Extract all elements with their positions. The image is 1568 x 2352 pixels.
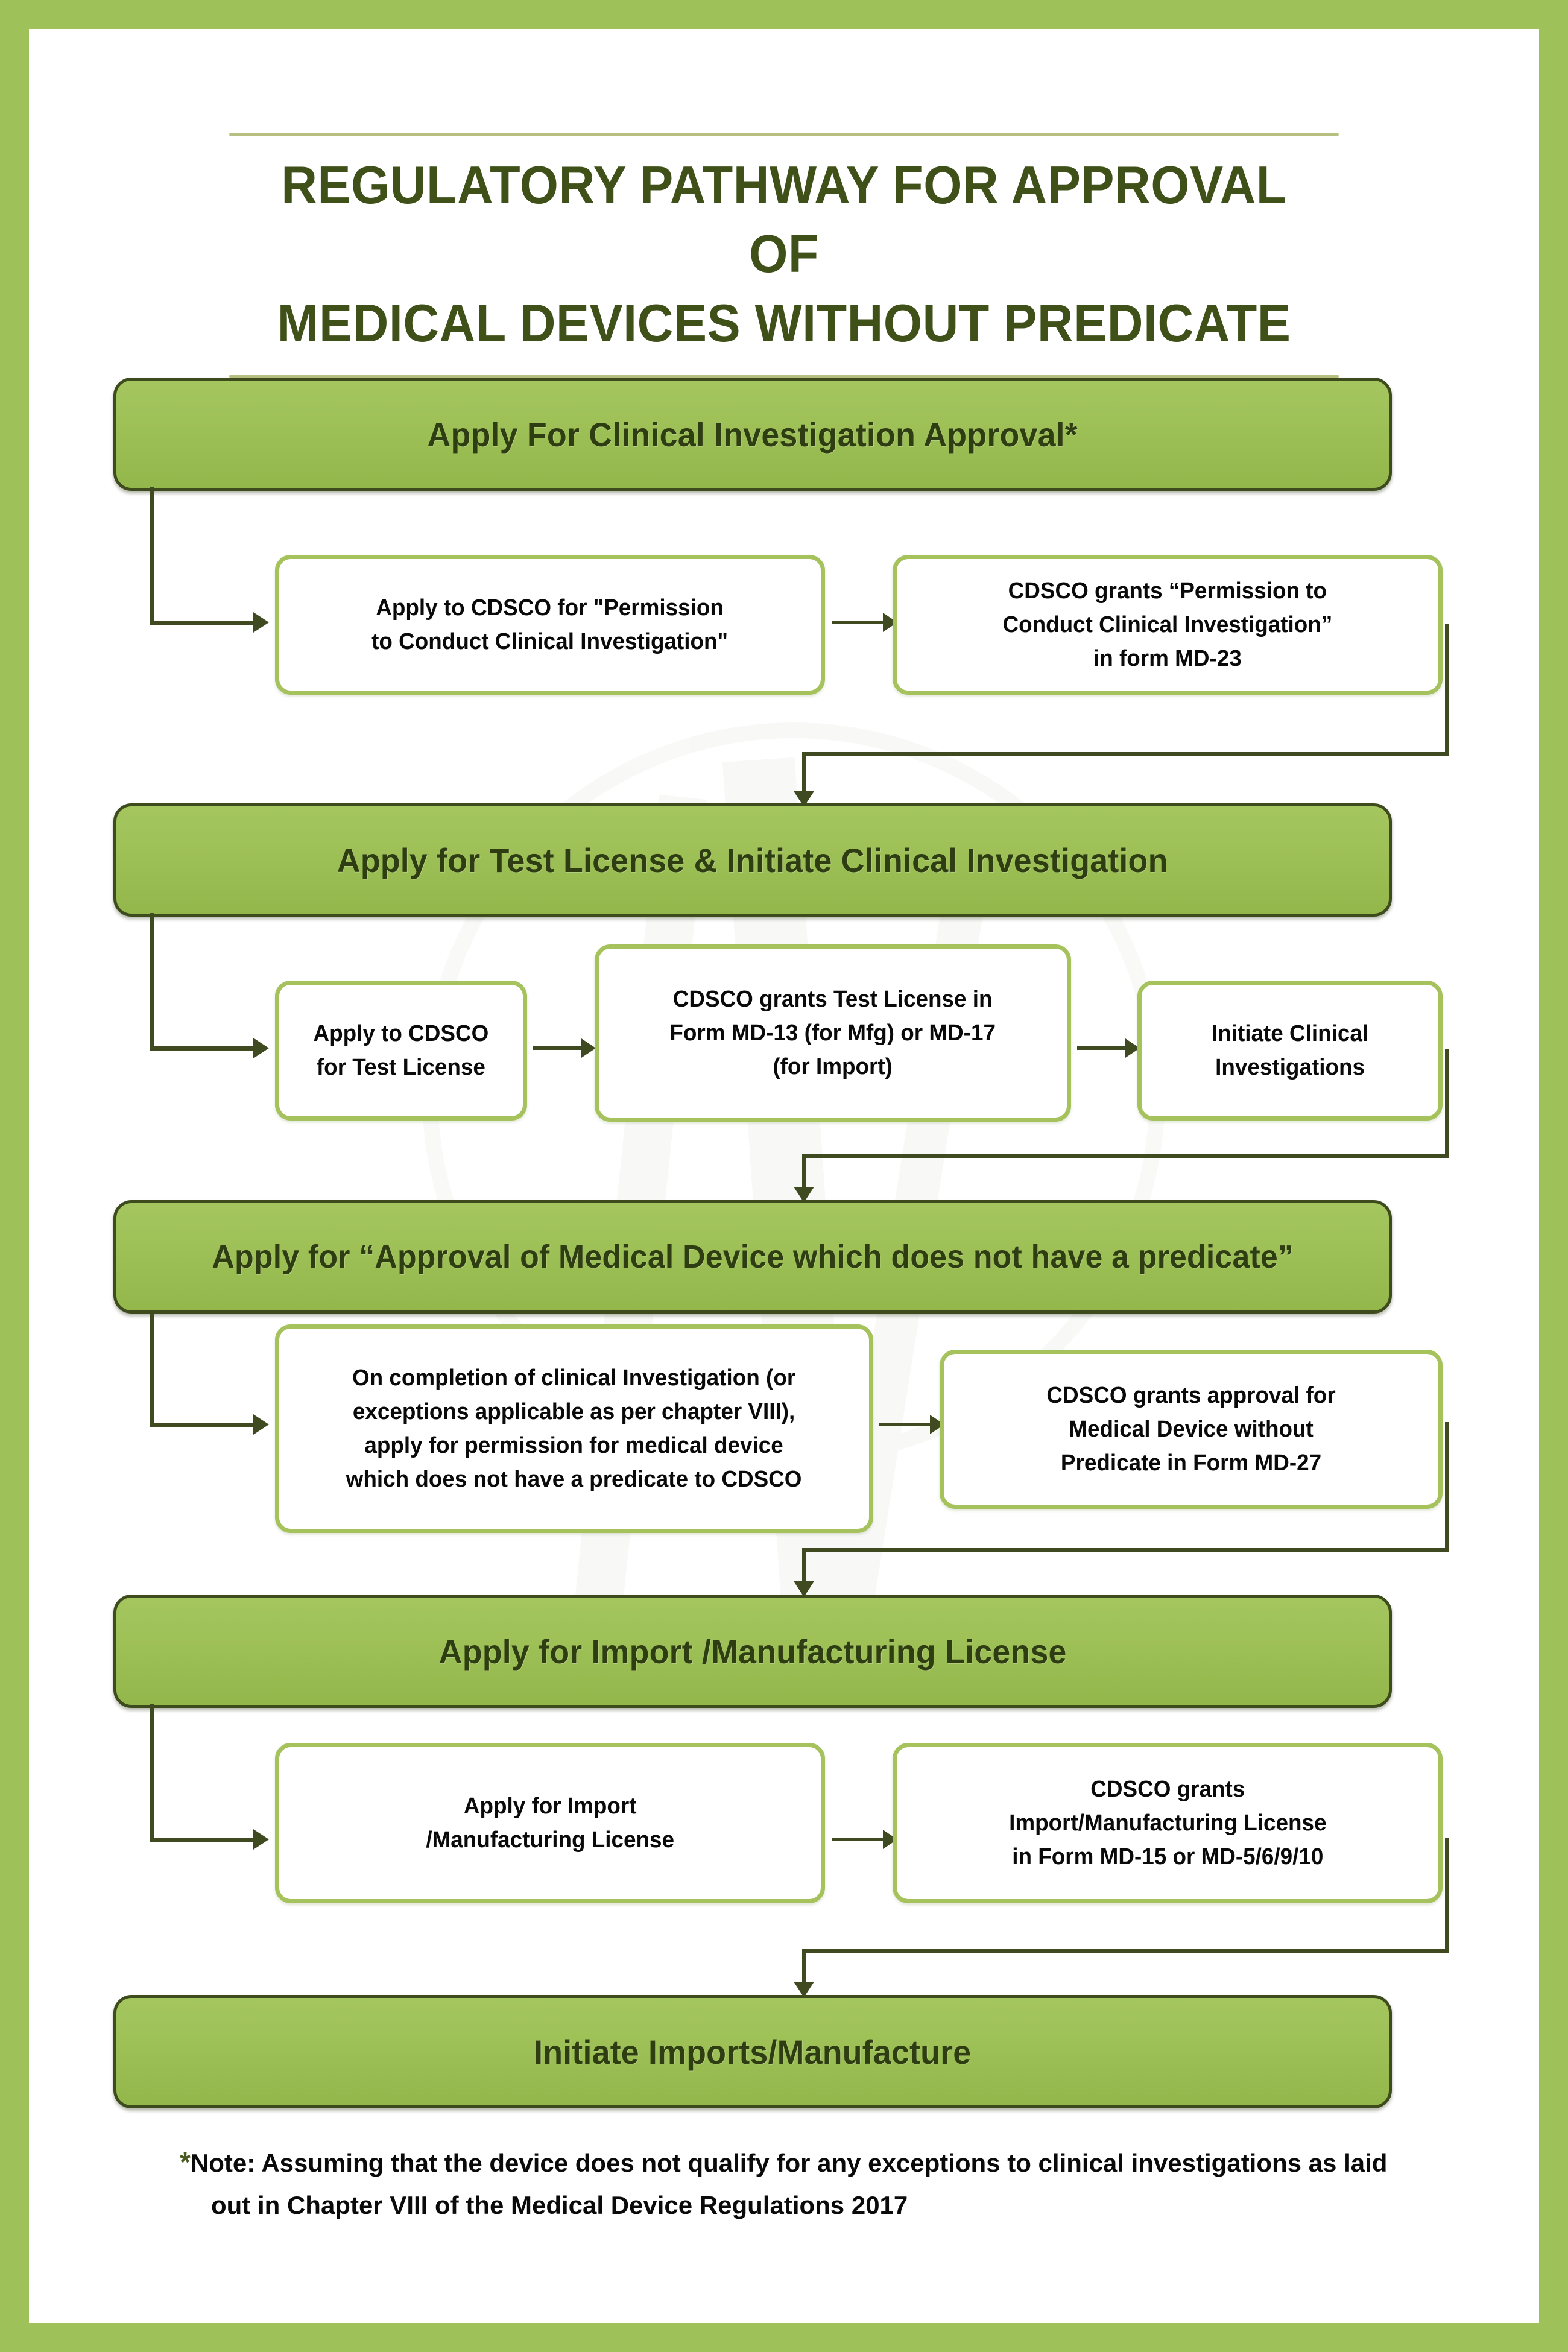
stage-5-banner-label: Initiate Imports/Manufacture — [534, 2032, 972, 2071]
stage-2-elbow-arrowhead — [253, 1038, 269, 1058]
footnote: *Note: Assuming that the device does not… — [180, 2140, 1422, 2226]
stage-2-return-arrowhead — [794, 1187, 814, 1203]
stage-4-connector-1-2 — [832, 1830, 899, 1849]
stage-1-banner[interactable]: Apply For Clinical Investigation Approva… — [113, 378, 1392, 491]
stage-3-return-vertical-right — [1445, 1422, 1449, 1552]
stage-4-elbow-arrowhead — [253, 1829, 269, 1850]
stage-2-elbow-vertical — [150, 913, 154, 1051]
stage-2-elbow-horizontal — [150, 1046, 255, 1051]
stage-4-elbow-vertical — [150, 1704, 154, 1842]
stage-3-elbow-horizontal — [150, 1423, 255, 1427]
title-rule-top — [229, 133, 1339, 136]
stage-5-banner[interactable]: Initiate Imports/Manufacture — [113, 1995, 1392, 2108]
stage-4-box-1-label: Apply for Import/Manufacturing License — [426, 1793, 674, 1853]
title-rule-bottom — [229, 375, 1339, 379]
stage-3-return-horizontal — [802, 1548, 1449, 1552]
stage-2-banner[interactable]: Apply for Test License & Initiate Clinic… — [113, 803, 1392, 917]
stage-4-return-vertical-center — [802, 1949, 806, 1986]
stage-1-elbow-vertical — [150, 487, 154, 625]
stage-2-connector-2-3 — [1077, 1038, 1143, 1058]
stage-4-banner[interactable]: Apply for Import /Manufacturing License — [113, 1595, 1392, 1708]
stage-4-elbow-horizontal — [150, 1838, 255, 1842]
stage-3-elbow-vertical — [150, 1310, 154, 1427]
stage-1-return-horizontal — [802, 752, 1449, 756]
stage-4-return-horizontal — [802, 1949, 1449, 1953]
stage-3-return-arrowhead — [794, 1581, 814, 1597]
page-title-line-2: MEDICAL DEVICES WITHOUT PREDICATE — [277, 292, 1291, 353]
infographic-page: REGULATORY PATHWAY FOR APPROVAL OF MEDIC… — [29, 29, 1539, 2323]
stage-3-elbow-arrowhead — [253, 1414, 269, 1435]
stage-2-connector-1-2 — [533, 1038, 599, 1058]
stage-3-banner-label: Apply for “Approval of Medical Device wh… — [212, 1239, 1294, 1275]
flowchart: Apply For Clinical Investigation Approva… — [29, 29, 1539, 2323]
stage-4-box-1[interactable]: Apply for Import/Manufacturing License — [275, 1743, 825, 1903]
page-title-line-1: REGULATORY PATHWAY FOR APPROVAL OF — [281, 155, 1287, 284]
stage-3-connector-1-2 — [879, 1415, 946, 1434]
stage-3-box-1-label: On completion of clinical Investigation … — [346, 1365, 802, 1493]
stage-4-banner-label: Apply for Import /Manufacturing License — [438, 1632, 1067, 1671]
stage-3-banner[interactable]: Apply for “Approval of Medical Device wh… — [113, 1200, 1392, 1314]
stage-3-box-1[interactable]: On completion of clinical Investigation … — [275, 1324, 873, 1533]
stage-3-return-vertical-center — [802, 1548, 806, 1585]
stage-1-return-vertical-right — [1445, 624, 1449, 756]
stage-1-banner-label: Apply For Clinical Investigation Approva… — [427, 415, 1078, 454]
stage-2-return-vertical-center — [802, 1154, 806, 1191]
stage-1-elbow-arrowhead — [253, 612, 269, 633]
stage-1-connector-1-2 — [832, 613, 899, 632]
stage-1-elbow-horizontal — [150, 621, 255, 625]
stage-4-return-vertical-right — [1445, 1838, 1449, 1953]
footnote-asterisk: * — [180, 2146, 191, 2178]
stage-4-return-arrowhead — [794, 1982, 814, 1997]
stage-2-banner-label: Apply for Test License & Initiate Clinic… — [337, 841, 1168, 879]
stage-2-return-horizontal — [802, 1154, 1449, 1158]
stage-1-return-vertical-center — [802, 752, 806, 795]
page-title-block: REGULATORY PATHWAY FOR APPROVAL OF MEDIC… — [229, 29, 1339, 379]
page-title: REGULATORY PATHWAY FOR APPROVAL OF MEDIC… — [262, 136, 1306, 367]
stage-2-return-vertical-right — [1445, 1049, 1449, 1158]
footnote-text: Note: Assuming that the device does not … — [190, 2149, 1388, 2219]
